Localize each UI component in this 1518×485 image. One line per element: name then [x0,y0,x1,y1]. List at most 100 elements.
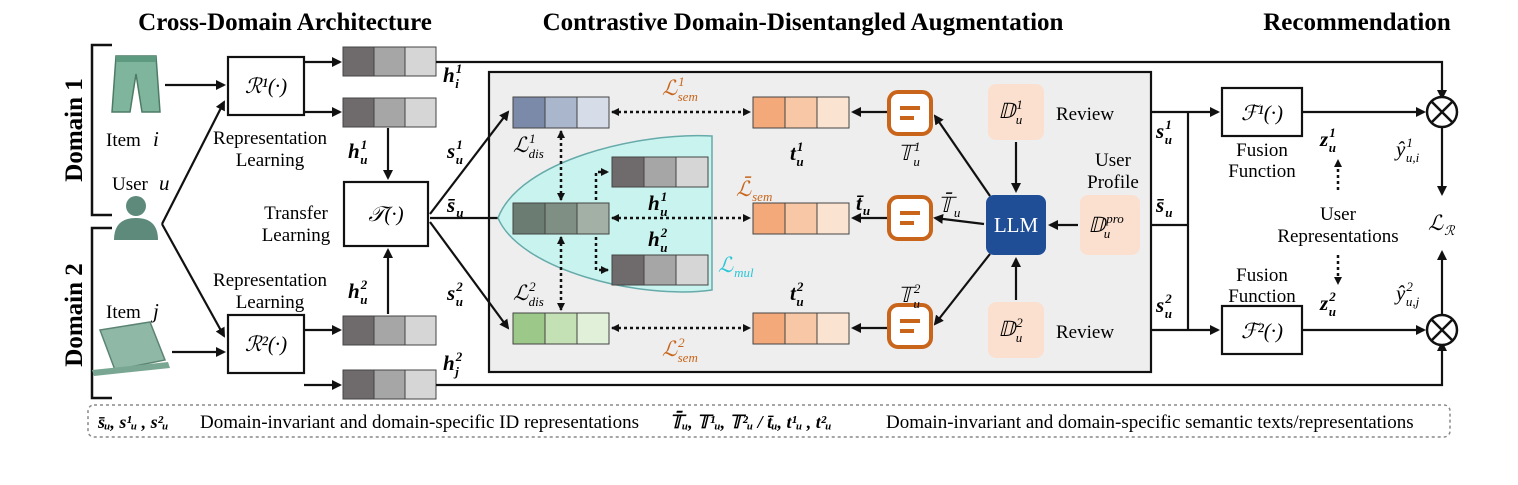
user-reps-a: User [1320,204,1357,225]
rep-learning-1a: Representation [213,128,327,149]
item-j-label: Item [106,302,141,323]
domain-2-bracket [90,226,112,400]
text-encoder-icon-1 [887,90,933,136]
transfer-b: Learning [262,225,331,246]
user-var: u [159,171,170,195]
user-profile-a: User [1095,150,1132,171]
emb-h-u1-copy [611,156,709,188]
l-mul-arrow-down [594,237,609,274]
legend-text-desc: Domain-invariant and domain-specific sem… [886,412,1414,433]
r1-label: ℛ¹(·) [245,74,287,98]
emb-h-j2 [342,369,437,400]
s-bar-label: s̄u [446,193,463,220]
shorts-icon [111,55,161,113]
multiply-y2-icon [1425,313,1459,347]
user-label: User [112,174,149,195]
arrow-user-to-r1 [161,100,225,225]
rep-learning-1b: Learning [236,150,305,171]
arrow-transfer-to-s1 [429,110,510,215]
emb-t-u2 [752,312,850,345]
user-reps-b: Representations [1277,226,1398,247]
arrow-llm-to-encbar [933,214,985,226]
fusion-2a: Fusion [1236,265,1288,286]
section-title-recommendation: Recommendation [1263,9,1451,36]
domain-1-label: Domain 1 [61,78,88,181]
fusion-1a: Fusion [1236,140,1288,161]
transfer-a: Transfer [264,203,328,224]
f1-label: ℱ¹(·) [1241,101,1283,125]
r1-box [226,55,306,117]
l-mul-arrow-up [594,168,609,200]
fusion-f1-box [1220,86,1304,138]
domain-2-label: Domain 2 [61,263,88,366]
emb-h-i1 [342,46,437,77]
legend-text-symbols: 𝕋̄ᵤ, 𝕋¹ᵤ, 𝕋²ᵤ / t̄ᵤ, t¹ᵤ , t²ᵤ [670,411,832,432]
T-bar-label: 𝕋̄u [938,192,961,220]
fusion-f2-box [1220,304,1304,356]
arrow-user-to-r2 [161,223,225,338]
legend-id-symbols: s̄ᵤ, s¹ᵤ , s²ᵤ [97,412,168,432]
emb-h-u2-copy [611,254,709,286]
review-d1-box [988,84,1044,140]
s-bar-out-label: s̄u [1155,193,1172,220]
text-encoder-icon-2 [887,303,933,349]
arrow-llm-to-enc1 [933,114,991,197]
emb-s-bar [512,202,610,235]
review-1-label: Review [1056,104,1114,125]
route-hi1-to-y1 [436,60,1447,100]
user-icon [114,196,158,240]
section-title-cross-domain: Cross-Domain Architecture [138,9,432,36]
fusion-2b: Function [1228,286,1296,307]
transfer-box [342,180,430,248]
r2-label: ℛ²(·) [245,332,287,356]
multiply-y1-icon [1425,95,1459,129]
f2-label: ℱ²(·) [1241,319,1283,343]
review-2-label: Review [1056,322,1114,343]
r2-box [226,313,306,375]
user-profile-box [1080,195,1140,255]
emb-s-u2 [512,312,610,345]
user-profile-b: Profile [1087,172,1139,193]
rep-learning-2a: Representation [213,270,327,291]
emb-h-u2 [342,315,437,346]
route-hj2-to-y2 [436,341,1447,387]
l-r-label: ℒℛ [1428,211,1456,238]
emb-h-u1 [342,97,437,128]
llm-label: LLM [994,213,1039,237]
l-mul-label: ℒmul [718,253,754,280]
text-encoder-icon-bar [887,195,933,241]
item-i-var: i [153,127,159,151]
arrow-llm-to-enc2 [933,253,991,326]
fusion-1b: Function [1228,161,1296,182]
item-j-var: j [150,299,159,323]
section-title-cdda: Contrastive Domain-Disentangled Augmenta… [543,9,1064,36]
emb-s-u1 [512,96,610,129]
t-bar-label: t̄u [856,191,870,218]
legend-box [87,404,1451,438]
l-sem-bar-label: ℒ̄sem [736,176,772,204]
transfer-label: 𝒯(·) [368,202,403,226]
